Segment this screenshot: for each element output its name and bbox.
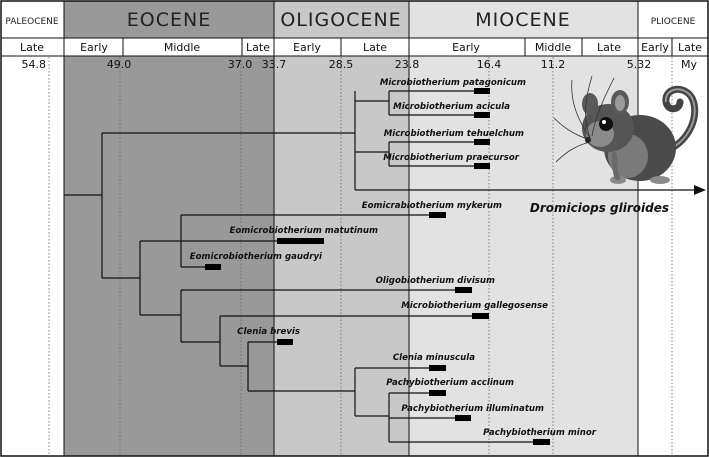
mouse-arm (611, 151, 621, 181)
epoch-eocene: EOCENE (127, 9, 211, 31)
taxon-brevis: Clenia brevis (237, 327, 300, 337)
mouse-ear-left (582, 93, 598, 115)
subdivision-labels: Late Early Middle Late Early Late Early … (20, 41, 702, 54)
range-gaudryi (205, 264, 221, 270)
whisker-5 (591, 77, 615, 137)
epoch-pliocene: PLIOCENE (651, 17, 696, 27)
sub-pliocene-late: Late (678, 41, 702, 54)
pliocene-band (638, 1, 708, 456)
whisker-1 (571, 79, 591, 139)
taxon-patagonicum: Microbiotherium patagonicum (380, 78, 526, 88)
sub-oligocene-early: Early (293, 41, 321, 54)
dromiciops-illustration (553, 75, 699, 184)
mouse-ear-inner (615, 95, 625, 111)
taxon-minuscula: Clenia minuscula (393, 353, 475, 363)
sub-oligocene-late: Late (363, 41, 387, 54)
mouse-back-foot (650, 176, 670, 184)
range-matutinum (277, 238, 324, 244)
range-mykerum (429, 212, 446, 218)
range-illuminatum (455, 415, 471, 421)
age-23-8: 23.8 (395, 58, 420, 71)
range-gallegosense (472, 313, 489, 319)
sub-pliocene-early: Early (641, 41, 669, 54)
whisker-3 (553, 117, 591, 141)
range-acicula (474, 112, 490, 118)
range-bars (205, 88, 550, 445)
age-row-bg-plio (638, 56, 708, 74)
eocene-band (64, 1, 274, 456)
taxon-minor: Pachybiotherium minor (483, 428, 597, 438)
mouse-eye-glint (602, 120, 606, 124)
range-brevis (277, 339, 293, 345)
epoch-miocene: MIOCENE (475, 9, 570, 31)
age-37-0: 37.0 (228, 58, 253, 71)
epoch-oligocene: OLIGOCENE (280, 9, 401, 31)
sub-miocene-late: Late (597, 41, 621, 54)
age-33-7: 33.7 (262, 58, 287, 71)
sub-eocene-early: Early (80, 41, 108, 54)
epoch-paleocene: PALEOCENE (5, 17, 58, 27)
taxon-divisum: Oligobiotherium divisum (376, 276, 495, 286)
taxon-acclinum: Pachybiotherium acclinum (386, 378, 514, 388)
header-bg-plio (638, 1, 708, 38)
sub-miocene-early: Early (452, 41, 480, 54)
age-49-0: 49.0 (107, 58, 132, 71)
miocene-band (409, 1, 638, 456)
age-unit-my: My (681, 58, 697, 71)
taxon-mykerum: Eomicrabiotherium mykerum (362, 201, 502, 211)
mouse-tail-highlight (664, 88, 696, 151)
taxon-dromiciops: Dromiciops gliroides (530, 201, 669, 215)
age-labels: 54.8 49.0 37.0 33.7 28.5 23.8 16.4 11.2 … (22, 58, 698, 71)
taxon-labels: Microbiotherium patagonicum Microbiother… (190, 78, 669, 438)
mouse-whiskers (553, 75, 615, 163)
taxon-illuminatum: Pachybiotherium illuminatum (401, 404, 544, 414)
age-5-32: 5.32 (627, 58, 652, 71)
age-16-4: 16.4 (477, 58, 502, 71)
sub-eocene-late: Late (246, 41, 270, 54)
header-bg-paleo (1, 1, 64, 38)
mouse-eye-icon (599, 117, 613, 131)
sub-eocene-middle: Middle (164, 41, 201, 54)
range-praecursor (474, 163, 490, 169)
age-row-bg-paleo (1, 56, 64, 74)
taxon-gaudryi: Eomicrobiotherium gaudryi (190, 252, 323, 262)
taxon-acicula: Microbiotherium acicula (393, 102, 510, 112)
subdivision-row-bg (1, 38, 708, 56)
taxon-tehuelchum: Microbiotherium tehuelchum (384, 129, 524, 139)
whisker-4 (555, 141, 591, 163)
paleocene-band (1, 1, 64, 456)
oligocene-band (274, 1, 409, 456)
range-acclinum (429, 390, 446, 396)
sub-miocene-middle: Middle (535, 41, 572, 54)
age-54-8: 54.8 (22, 58, 47, 71)
whisker-2 (585, 75, 593, 139)
age-28-5: 28.5 (329, 58, 354, 71)
age-11-2: 11.2 (541, 58, 566, 71)
taxon-praecursor: Microbiotherium praecursor (383, 153, 520, 163)
range-tehuelchum (474, 139, 490, 145)
age-guides (48, 57, 673, 456)
range-patagonicum (474, 88, 490, 94)
range-minor (533, 439, 550, 445)
taxon-gallegosense: Microbiotherium gallegosense (401, 301, 548, 311)
taxon-matutinum: Eomicrobiotherium matutinum (230, 226, 378, 236)
range-divisum (455, 287, 472, 293)
epoch-labels: PALEOCENE EOCENE OLIGOCENE MIOCENE PLIOC… (5, 9, 695, 31)
dromiciops-arrowhead (694, 185, 706, 195)
tree-branches (64, 90, 698, 443)
range-minuscula (429, 365, 446, 371)
sub-paleocene-late: Late (20, 41, 44, 54)
